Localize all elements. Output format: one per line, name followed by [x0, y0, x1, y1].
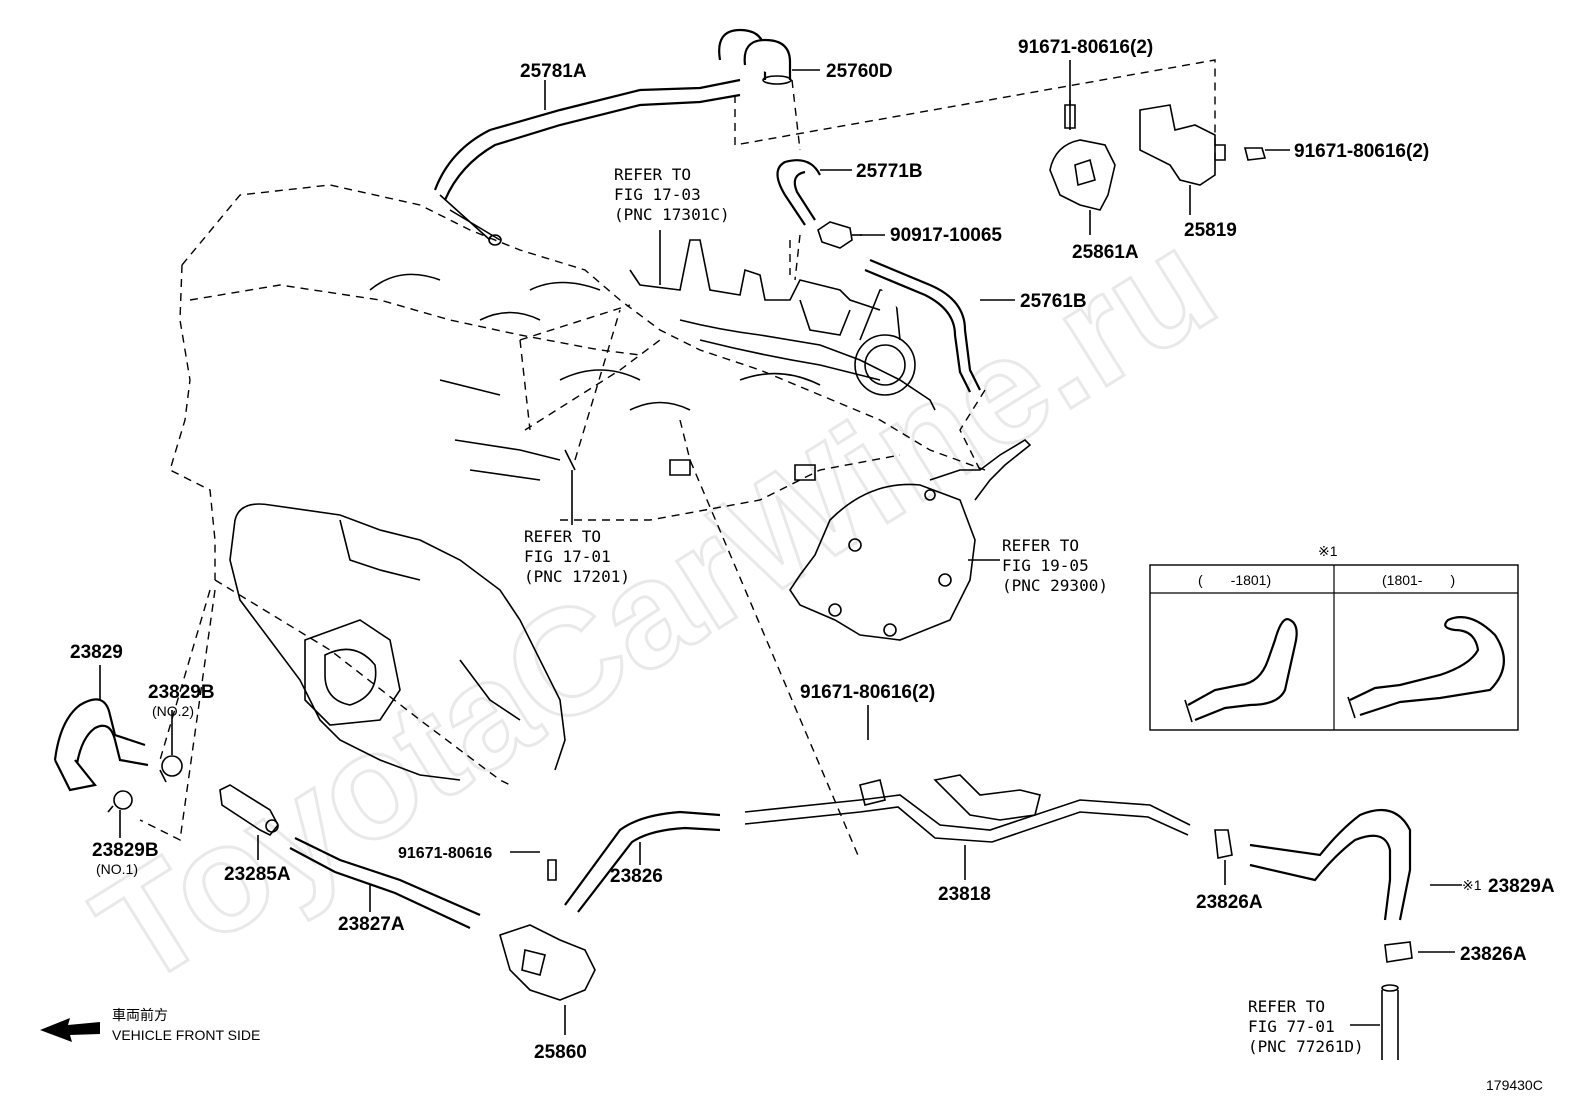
bracket-25861a [1049, 104, 1116, 211]
label-23827a: 23827A [338, 914, 405, 935]
ref-17-01-l3: (PNC 17201) [524, 567, 630, 586]
clamp-23829b-no2 [159, 755, 183, 783]
label-25860: 25860 [534, 1042, 587, 1063]
hose-23827a [289, 837, 481, 929]
inset-col2: (1801- ) [1382, 572, 1455, 588]
label-23829a: 23829A [1488, 876, 1555, 897]
ref-77-01-l2: FIG 77-01 [1248, 1017, 1335, 1036]
ref-77-01-l1: REFER TO [1248, 997, 1325, 1016]
label-23829: 23829 [70, 642, 123, 663]
front-side-en: VEHICLE FRONT SIDE [112, 1027, 260, 1043]
ref-17-01-l2: FIG 17-01 [524, 547, 611, 566]
label-no2: (NO.2) [152, 703, 194, 719]
vacuum-pipe-assembly [629, 239, 936, 411]
hose-25760d [718, 28, 792, 85]
diagram-id: 179430C [1486, 1077, 1543, 1093]
ref-17-03-l3: (PNC 17301C) [614, 205, 730, 224]
vsv-25819 [1139, 104, 1267, 186]
label-91671-top: 91671-80616(2) [1018, 37, 1153, 58]
starter-outline [229, 503, 566, 781]
ref-19-05-l2: FIG 19-05 [1002, 556, 1089, 575]
sensor-23285a [219, 784, 279, 837]
label-23826a-lower: 23826A [1460, 944, 1527, 965]
clamp-23829b-no1 [107, 790, 133, 813]
ref-19-05-l1: REFER TO [1002, 536, 1079, 555]
ref-17-03-l1: REFER TO [614, 165, 691, 184]
label-25781a: 25781A [520, 61, 587, 82]
ref-77-01-l3: (PNC 77261D) [1248, 1037, 1364, 1056]
hose-23826 [564, 810, 721, 913]
label-91671-mid: 91671-80616(2) [800, 682, 935, 703]
hose-23829a [1249, 808, 1412, 921]
hose-25781a [433, 78, 741, 246]
engine-outline [169, 184, 986, 786]
leader-lines [99, 60, 1462, 1035]
hose-25761b [864, 258, 981, 393]
label-25861a: 25861A [1072, 242, 1139, 263]
hose-23829 [53, 698, 149, 792]
check-valve-90917 [817, 221, 862, 249]
label-23818: 23818 [938, 884, 991, 905]
watermark: ToyotaCarWine.ru [68, 197, 1242, 1017]
vehicle-front-arrow [40, 1018, 100, 1042]
vsv-25860 [499, 859, 596, 1001]
pipe-23818 [744, 774, 1191, 843]
inset-table [1149, 564, 1519, 731]
label-23826: 23826 [610, 866, 663, 887]
label-mark-x1: ※1 [1462, 877, 1482, 893]
label-23829b-no1: 23829B [92, 840, 159, 861]
ref-17-03-l2: FIG 17-03 [614, 185, 701, 204]
label-91671-right: 91671-80616(2) [1294, 141, 1429, 162]
label-23285a: 23285A [224, 864, 291, 885]
inset-col1: ( -1801) [1198, 572, 1271, 588]
vacuum-pump [789, 438, 1032, 641]
pipe-to-77-01 [1381, 984, 1399, 1060]
label-23826a-upper: 23826A [1196, 892, 1263, 913]
ref-17-01-l1: REFER TO [524, 527, 601, 546]
ref-19-05-l3: (PNC 29300) [1002, 576, 1108, 595]
label-25819: 25819 [1184, 220, 1237, 241]
label-23829b-no2: 23829B [148, 682, 215, 703]
label-no1: (NO.1) [96, 861, 138, 877]
label-25760d: 25760D [826, 61, 893, 82]
clamp-23826a-upper [1214, 829, 1233, 859]
label-90917-10065: 90917-10065 [890, 225, 1002, 246]
hose-25771b [776, 159, 821, 226]
front-side-jp: 車両前方 [112, 1007, 168, 1023]
clamp-23826a-lower [1384, 941, 1413, 963]
label-91671-single: 91671-80616 [398, 845, 492, 862]
connector-lines-bottom [139, 309, 861, 861]
label-25761b: 25761B [1020, 291, 1087, 312]
label-25771b: 25771B [856, 161, 923, 182]
inset-mark: ※1 [1318, 543, 1338, 559]
